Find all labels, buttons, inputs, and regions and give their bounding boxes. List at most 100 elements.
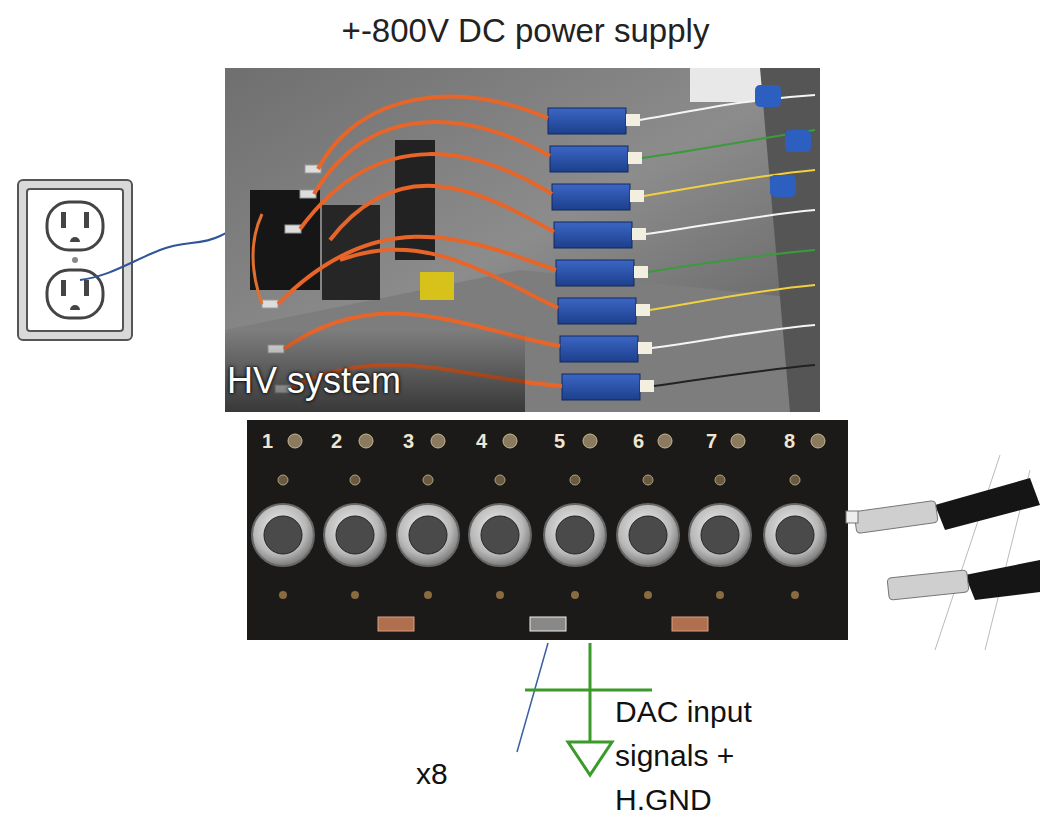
channel-number: 3 <box>403 429 414 453</box>
hv-system-photo-part-part <box>285 225 301 233</box>
hv-system-photo-part-part <box>558 298 636 324</box>
hv-system-photo-part-part <box>262 300 278 308</box>
hv-system-photo-part-part <box>552 184 630 210</box>
hv-system-photo-part-part <box>253 214 262 304</box>
front-panel-photo-part-part <box>776 516 814 554</box>
hv-system-photo-part-part <box>630 190 644 202</box>
system-label: HV system <box>227 360 401 402</box>
hv-system-photo-part-part <box>556 260 634 286</box>
wall-outlet-part <box>70 305 80 310</box>
hv-cable-connectors-part <box>887 570 969 600</box>
front-panel-photo-part-part <box>397 504 459 566</box>
front-panel-photo-part-part <box>324 504 386 566</box>
front-panel-photo-part-part <box>716 591 724 599</box>
front-panel-photo-part <box>278 475 800 485</box>
front-panel-photo-part-part <box>496 591 504 599</box>
wall-outlet-part <box>70 237 80 242</box>
hv-system-photo-part-part <box>642 130 815 158</box>
hv-system-photo-part-part <box>628 152 642 164</box>
front-panel-photo-part-part <box>279 591 287 599</box>
hv-system-photo-part <box>225 68 820 412</box>
hv-cable-connectors-part <box>935 478 1040 530</box>
hv-system-photo <box>225 68 820 412</box>
wall-outlet-part <box>72 257 78 263</box>
hv-system-photo-part-part <box>314 122 550 194</box>
hv-system-photo-part-part <box>300 154 552 229</box>
hv-system-photo-part-part <box>318 97 548 169</box>
wall-outlet-part <box>61 280 66 296</box>
front-panel-photo-part-part <box>424 591 432 599</box>
channel-number: 7 <box>706 429 717 453</box>
hv-cable-connectors-part <box>935 455 1000 650</box>
front-panel-photo-part-part <box>617 504 679 566</box>
front-panel-photo-part-part <box>643 475 653 485</box>
channel-number: 4 <box>476 429 487 453</box>
front-panel-photo-part <box>530 617 566 631</box>
front-panel-photo <box>247 420 848 640</box>
front-panel-photo-part-part <box>701 516 739 554</box>
hv-system-photo-part-part <box>652 325 815 348</box>
hv-system-photo-part-part <box>648 250 815 272</box>
front-panel-photo-part-part <box>481 516 519 554</box>
front-panel-photo-part-part <box>544 504 606 566</box>
front-panel-photo-part-part <box>556 516 594 554</box>
hv-system-photo-part <box>760 68 820 412</box>
front-panel-photo-part-part <box>469 504 531 566</box>
front-panel-photo-part-part <box>715 475 725 485</box>
hv-system-photo-part <box>225 330 525 412</box>
leader-line <box>517 643 548 752</box>
front-panel-photo-part-part <box>731 434 745 448</box>
wall-outlet-part <box>47 202 103 250</box>
front-panel-photo-part-part <box>278 475 288 485</box>
hv-system-photo-part-part <box>634 266 648 278</box>
signal-label: DAC input signals + H.GND <box>615 690 765 822</box>
front-panel-photo-part-part <box>570 475 580 485</box>
front-panel-photo-part-part <box>503 434 517 448</box>
hv-system-photo-part-part <box>278 237 556 304</box>
front-panel-photo-part-part <box>689 504 751 566</box>
hv-system-photo-part-part <box>646 210 815 234</box>
front-panel-photo-part-part <box>790 475 800 485</box>
photo-panel: HV system <box>225 68 820 412</box>
hv-system-photo-part-part <box>638 342 652 354</box>
front-panel-photo-part-part <box>409 516 447 554</box>
front-panel-photo-part-part <box>644 591 652 599</box>
diagram-title: +-800V DC power supply <box>0 12 1051 50</box>
hv-system-photo-part-part <box>770 175 796 197</box>
hv-system-photo-part <box>420 272 454 300</box>
hv-cable-connectors-part <box>965 560 1040 600</box>
front-panel-photo-part-part <box>264 516 302 554</box>
hv-system-photo-part-part <box>330 186 554 240</box>
ground-symbol-part <box>568 742 612 775</box>
front-panel-photo-part-part <box>495 475 505 485</box>
hv-system-photo-part-part <box>550 146 628 172</box>
front-panel-photo-part-part <box>423 475 433 485</box>
front-panel-photo-part-part <box>336 516 374 554</box>
hv-system-photo-part-part <box>562 374 640 400</box>
front-panel-photo-part <box>378 617 414 631</box>
wall-outlet-part <box>84 280 89 296</box>
ground-symbol-part <box>589 643 592 742</box>
front-panel-photo-part <box>264 516 814 554</box>
hv-system-photo-part-part <box>548 108 626 134</box>
hv-system-photo-part-part <box>626 114 640 126</box>
hv-system-photo-part-part <box>785 130 811 152</box>
front-panel-photo-part-part <box>351 591 359 599</box>
wall-outlet-part <box>84 212 89 228</box>
wall-outlet <box>18 180 132 340</box>
front-panel-photo-part-part <box>350 475 360 485</box>
hv-system-photo-part-part <box>640 380 654 392</box>
hv-system-photo-part-part <box>644 170 815 196</box>
hv-system-photo-part <box>640 95 815 386</box>
front-panel-photo-part <box>279 591 799 599</box>
front-panel-photo-part-part <box>431 434 445 448</box>
front-panel-photo-part-part <box>583 434 597 448</box>
hv-system-photo-part-part <box>650 285 815 310</box>
wall-outlet-part <box>61 212 66 228</box>
hv-system-photo-part-part <box>654 365 815 386</box>
hv-system-photo-part-part <box>640 95 815 120</box>
channel-number: 8 <box>784 429 795 453</box>
